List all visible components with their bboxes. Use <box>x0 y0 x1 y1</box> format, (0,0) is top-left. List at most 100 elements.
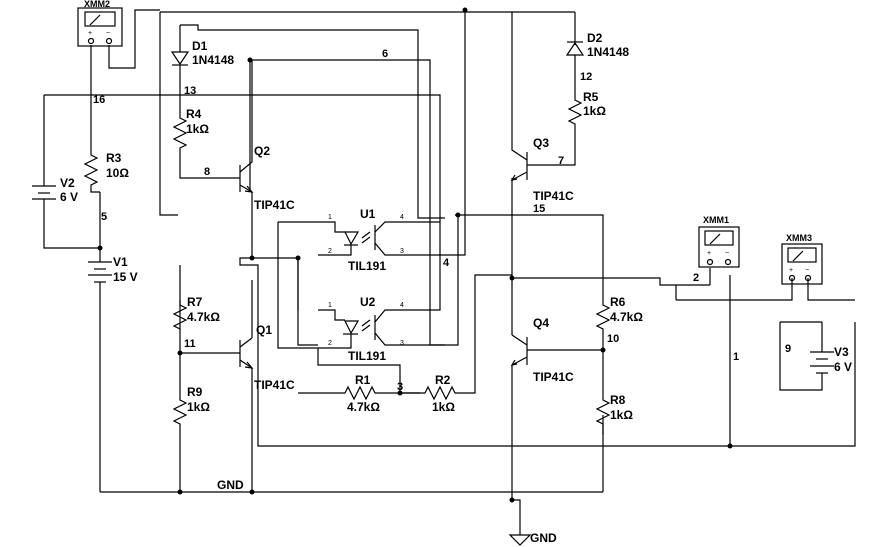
resistor-r7[interactable]: R7 4.7kΩ <box>172 295 220 330</box>
net-15: 15 <box>533 203 545 215</box>
wires <box>43 9 856 530</box>
battery-v3[interactable]: V3 6 V <box>810 345 852 380</box>
net-3: 3 <box>397 381 403 393</box>
diode-d1[interactable]: D1 1N4148 <box>170 39 234 67</box>
svg-text:R7: R7 <box>187 295 203 309</box>
svg-text:3: 3 <box>400 248 404 255</box>
svg-text:D1: D1 <box>192 39 208 53</box>
resistor-r9[interactable]: R9 1kΩ <box>172 385 210 425</box>
svg-text:6 V: 6 V <box>60 190 78 204</box>
svg-text:1kΩ: 1kΩ <box>432 400 455 414</box>
svg-text:4: 4 <box>400 214 404 221</box>
xmm2-label: XMM2 <box>84 0 110 9</box>
svg-text:+: + <box>789 267 793 274</box>
resistor-r8[interactable]: R8 1kΩ <box>595 393 633 435</box>
net-labels: 16 13 6 12 8 7 5 15 4 2 10 11 9 1 3 GND <box>93 48 791 492</box>
svg-text:TIP41C: TIP41C <box>254 378 295 392</box>
net-16: 16 <box>93 94 105 106</box>
svg-text:R5: R5 <box>583 90 599 104</box>
svg-text:2: 2 <box>328 340 332 347</box>
svg-text:1N4148: 1N4148 <box>192 53 234 67</box>
svg-text:1kΩ: 1kΩ <box>610 408 633 422</box>
resistor-r2[interactable]: R2 1kΩ <box>420 373 465 414</box>
optocoupler-u2[interactable]: 1 2 4 3 U2 TIL191 <box>318 295 404 363</box>
net-1: 1 <box>733 351 739 363</box>
net-4: 4 <box>443 257 450 269</box>
resistor-r6[interactable]: R6 4.7kΩ <box>595 295 643 330</box>
svg-text:+: + <box>707 250 711 257</box>
svg-text:−: − <box>805 267 809 274</box>
net-12: 12 <box>580 71 592 83</box>
net-10: 10 <box>607 333 619 345</box>
resistor-r5[interactable]: R5 1kΩ <box>567 90 606 125</box>
svg-text:R6: R6 <box>610 295 626 309</box>
svg-text:TIP41C: TIP41C <box>533 189 574 203</box>
net-13: 13 <box>184 85 196 97</box>
svg-text:3: 3 <box>400 340 404 347</box>
net-2: 2 <box>693 272 699 284</box>
svg-text:1N4148: 1N4148 <box>587 45 629 59</box>
svg-text:TIL191: TIL191 <box>348 259 386 273</box>
transistor-q1[interactable]: Q1 TIP41C <box>239 323 295 392</box>
xmm1-label: XMM1 <box>703 215 729 225</box>
svg-text:−: − <box>725 250 729 257</box>
svg-text:R4: R4 <box>186 107 202 121</box>
net-8: 8 <box>204 166 210 178</box>
svg-text:1kΩ: 1kΩ <box>583 104 606 118</box>
svg-text:1kΩ: 1kΩ <box>187 400 210 414</box>
svg-text:15 V: 15 V <box>113 270 138 284</box>
svg-text:R1: R1 <box>355 373 371 387</box>
svg-text:Q4: Q4 <box>533 316 549 330</box>
net-5: 5 <box>101 211 107 223</box>
net-9: 9 <box>785 343 791 355</box>
svg-text:V3: V3 <box>834 345 849 359</box>
svg-text:U1: U1 <box>360 207 376 221</box>
svg-text:1: 1 <box>328 302 332 309</box>
svg-text:R9: R9 <box>187 385 203 399</box>
net-11: 11 <box>184 338 196 350</box>
svg-text:4.7kΩ: 4.7kΩ <box>347 400 380 414</box>
svg-text:D2: D2 <box>587 31 603 45</box>
svg-text:GND: GND <box>530 531 557 545</box>
svg-text:TIP41C: TIP41C <box>254 198 295 212</box>
svg-text:1kΩ: 1kΩ <box>186 122 209 136</box>
svg-text:6 V: 6 V <box>834 360 852 374</box>
svg-text:TIP41C: TIP41C <box>533 370 574 384</box>
svg-text:1: 1 <box>328 214 332 221</box>
svg-text:+: + <box>88 30 92 37</box>
svg-text:R2: R2 <box>435 373 451 387</box>
transistor-q2[interactable]: Q2 TIP41C <box>239 60 295 212</box>
svg-text:2: 2 <box>328 248 332 255</box>
net-7: 7 <box>558 155 564 167</box>
resistor-r1[interactable]: R1 4.7kΩ <box>340 373 380 414</box>
resistor-r4[interactable]: R4 1kΩ <box>172 95 209 150</box>
svg-text:V1: V1 <box>113 255 128 269</box>
battery-v1[interactable]: V1 15 V <box>88 255 138 284</box>
svg-text:Q3: Q3 <box>533 136 549 150</box>
multimeter-xmm3[interactable]: + − XMM3 <box>781 233 823 285</box>
svg-text:4.7kΩ: 4.7kΩ <box>610 310 643 324</box>
svg-text:R8: R8 <box>610 393 626 407</box>
battery-v2[interactable]: V2 6 V <box>32 176 78 207</box>
svg-text:Q2: Q2 <box>254 144 270 158</box>
xmm3-label: XMM3 <box>786 233 812 243</box>
svg-text:TIL191: TIL191 <box>348 349 386 363</box>
svg-text:V2: V2 <box>60 176 75 190</box>
resistor-r3[interactable]: R3 10Ω <box>83 148 129 193</box>
multimeter-xmm1[interactable]: + − XMM1 <box>698 215 740 268</box>
diode-d2[interactable]: D2 1N4148 <box>565 31 629 59</box>
net-gnd: GND <box>217 478 244 492</box>
transistor-q4[interactable]: Q4 TIP41C <box>510 316 574 384</box>
multimeter-xmm2[interactable]: + − XMM2 <box>77 0 123 47</box>
svg-text:10Ω: 10Ω <box>106 166 129 180</box>
optocoupler-u1[interactable]: 1 2 4 3 U1 TIL191 <box>318 207 404 273</box>
svg-text:4: 4 <box>400 302 404 309</box>
svg-text:U2: U2 <box>360 295 376 309</box>
transistor-q3[interactable]: Q3 TIP41C <box>510 12 574 203</box>
svg-text:4.7kΩ: 4.7kΩ <box>187 310 220 324</box>
ground-symbol: GND <box>508 530 557 546</box>
svg-text:−: − <box>106 30 110 37</box>
junctions <box>97 7 733 503</box>
svg-text:Q1: Q1 <box>256 323 272 337</box>
